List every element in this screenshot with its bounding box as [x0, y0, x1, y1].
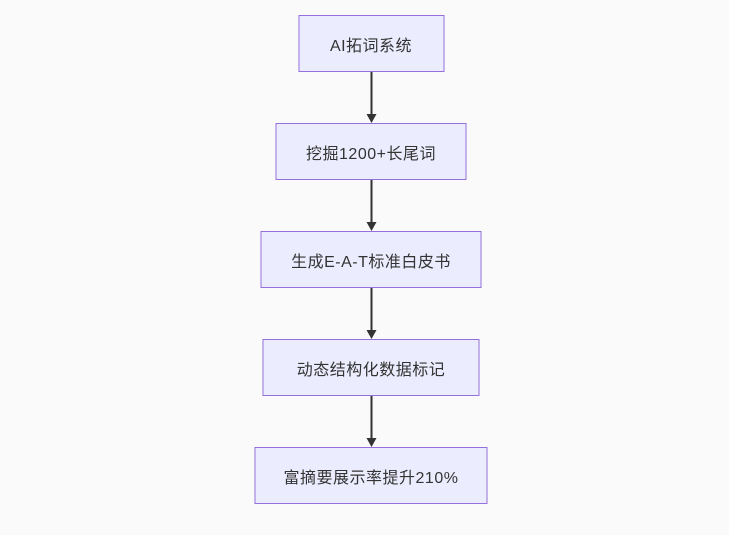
arrow-shaft	[370, 180, 372, 222]
flow-node-structured-data-markup: 动态结构化数据标记	[262, 339, 480, 396]
flow-node-rich-snippet-result: 富摘要展示率提升210%	[254, 447, 488, 504]
flow-node-label: 动态结构化数据标记	[296, 361, 446, 379]
flow-node-label: AI拓词系统	[329, 37, 413, 55]
arrowhead-down-icon	[366, 222, 376, 231]
arrowhead-down-icon	[366, 438, 376, 447]
flow-node-longtail-mining: 挖掘1200+长尾词	[275, 123, 467, 180]
flowchart-column: AI拓词系统 挖掘1200+长尾词 生成E-A-T标准白皮书 动态结构化数据标记	[254, 15, 488, 504]
arrowhead-down-icon	[366, 114, 376, 123]
flow-node-label: 生成E-A-T标准白皮书	[291, 253, 451, 271]
arrowhead-down-icon	[366, 330, 376, 339]
flow-node-label: 富摘要展示率提升210%	[283, 469, 459, 487]
arrow-down-3	[366, 288, 376, 339]
flow-node-eat-whitepaper: 生成E-A-T标准白皮书	[260, 231, 482, 288]
arrow-down-1	[366, 72, 376, 123]
flow-node-label: 挖掘1200+长尾词	[306, 145, 436, 163]
arrow-down-4	[366, 396, 376, 447]
arrow-shaft	[370, 396, 372, 438]
arrow-shaft	[370, 288, 372, 330]
arrow-shaft	[370, 72, 372, 114]
flow-node-ai-keyword-system: AI拓词系统	[298, 15, 444, 72]
arrow-down-2	[366, 180, 376, 231]
